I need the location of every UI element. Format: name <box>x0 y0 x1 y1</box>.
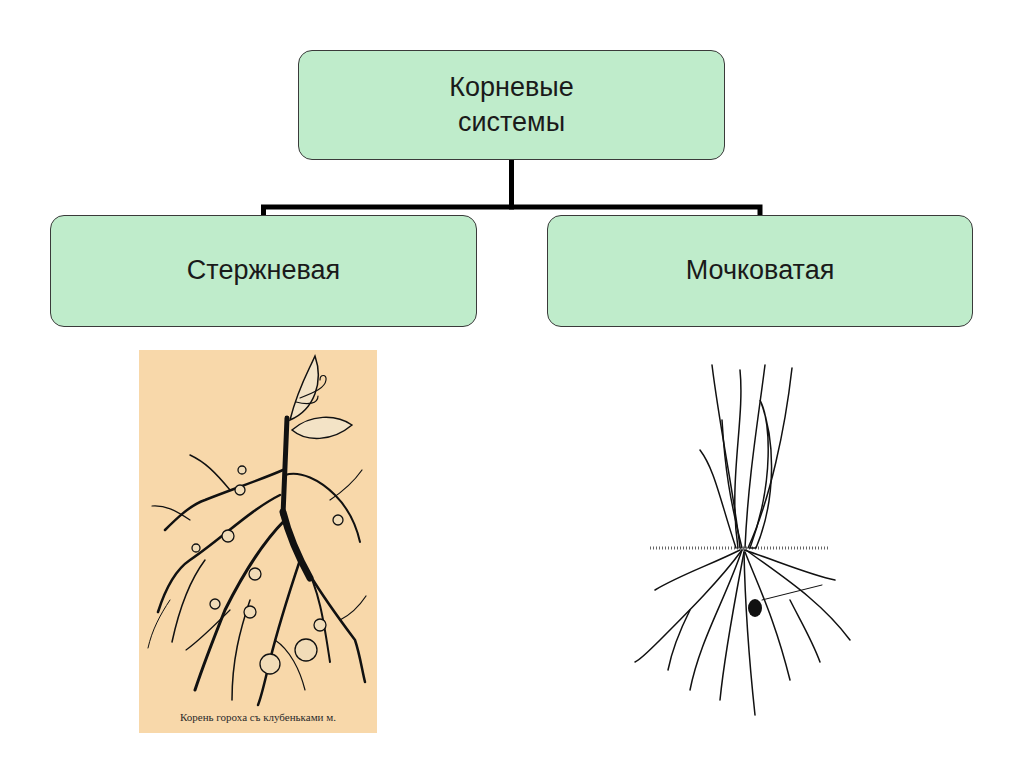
category-box: Стержневая <box>50 215 477 327</box>
category-box: Мочковатая <box>547 215 973 327</box>
hierarchy-connector <box>512 160 761 215</box>
box-label: Стержневая <box>187 253 340 288</box>
box-label: Мочковатая <box>686 253 835 288</box>
illustration-ground <box>139 350 377 733</box>
box-label: Корневые системы <box>402 70 622 140</box>
hierarchy-connector <box>264 160 512 215</box>
root-category-box: Корневые системы <box>298 50 725 160</box>
fibrous-root-illustration <box>635 365 850 715</box>
figure-caption: Корень гороха съ клубеньками м. <box>139 711 377 723</box>
taproot-illustration <box>139 350 377 733</box>
